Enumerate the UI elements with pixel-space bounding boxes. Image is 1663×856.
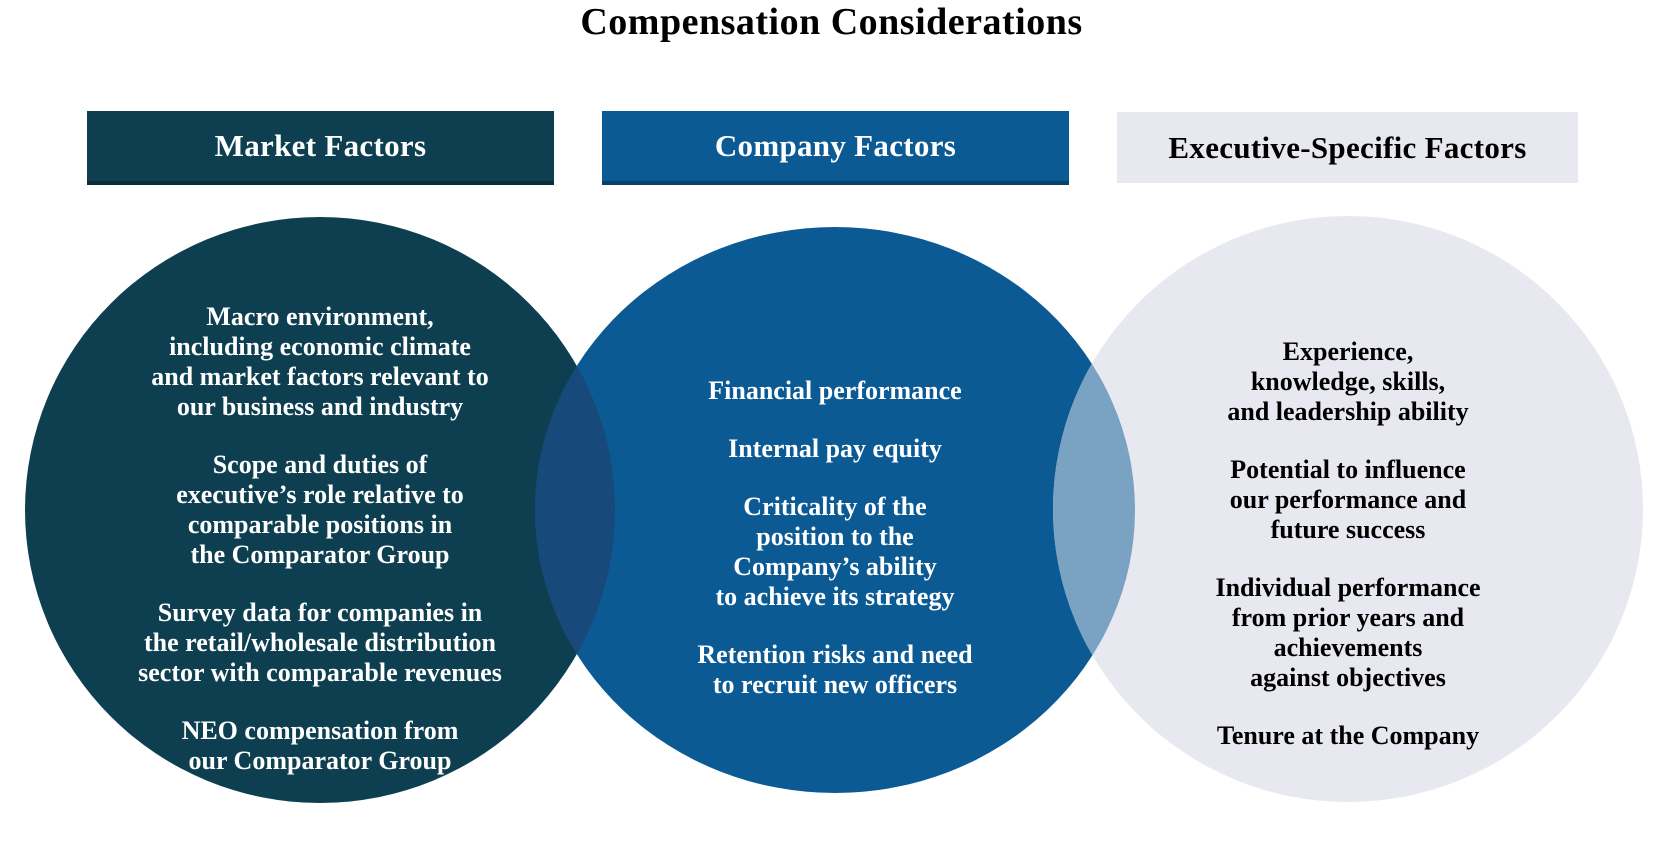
list-item: Macro environment,including economic cli…: [151, 302, 489, 421]
list-item: Financial performance: [708, 376, 962, 405]
company-circle: [535, 227, 1135, 793]
list-item: Tenure at the Company: [1216, 721, 1480, 750]
executive-specific-factors-list: Experience,knowledge, skills,and leaders…: [1148, 337, 1548, 751]
executive-specific-factors-header: Executive-Specific Factors: [1117, 112, 1578, 183]
market-factors-header: Market Factors: [87, 111, 554, 185]
list-item: Experience,knowledge, skills,and leaders…: [1227, 337, 1469, 426]
list-item: Internal pay equity: [728, 434, 942, 463]
diagram-title: Compensation Considerations: [580, 1, 1083, 43]
company-factors-header: Company Factors: [602, 111, 1069, 185]
executive-circle: [1053, 216, 1643, 802]
market-factors-list: Macro environment,including economic cli…: [70, 302, 570, 776]
market-circle: [25, 217, 615, 803]
